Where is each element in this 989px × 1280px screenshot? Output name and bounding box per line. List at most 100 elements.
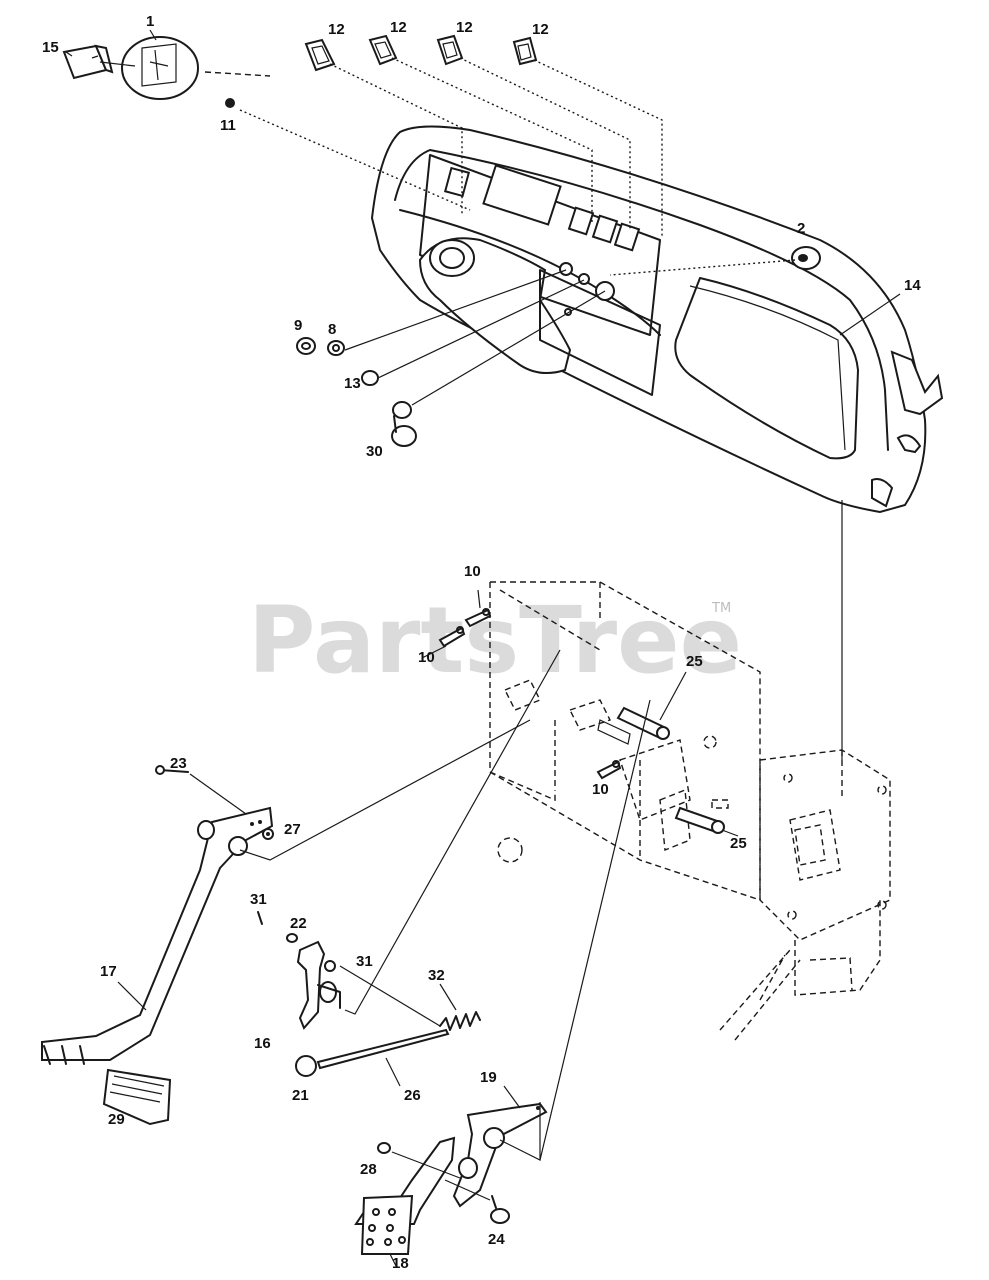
leader-30 (411, 290, 606, 406)
part-18-pedal[interactable] (354, 1136, 456, 1255)
callout-13: 13 (344, 375, 361, 392)
leader-10b (421, 645, 447, 659)
part-2-grommet[interactable] (791, 246, 821, 270)
watermark: PartsTree TM (248, 587, 742, 694)
part-12-clip-a[interactable] (304, 38, 336, 72)
dash-display-window (482, 164, 562, 226)
leader-24 (444, 1179, 491, 1201)
dash-panel-assembly (370, 125, 944, 514)
leader-8 (344, 269, 567, 351)
part-1-decal[interactable] (99, 36, 199, 100)
callout-12-c: 12 (456, 19, 473, 36)
callout-19: 19 (480, 1069, 497, 1086)
frame-assembly (489, 581, 891, 1041)
callout-26: 26 (404, 1087, 421, 1104)
leader-11 (239, 109, 471, 211)
part-9-nut[interactable] (296, 337, 316, 355)
callout-8: 8 (328, 321, 336, 338)
callout-32: 32 (428, 967, 445, 984)
callout-12-d: 12 (532, 21, 549, 38)
callout-18: 18 (392, 1255, 409, 1272)
part-29-pedal-pad[interactable] (102, 1068, 172, 1126)
leader-25b (721, 829, 739, 837)
part-21-knob[interactable] (295, 1055, 317, 1077)
callout-27: 27 (284, 821, 301, 838)
part-30-switch[interactable] (391, 401, 417, 447)
callout-29: 29 (108, 1111, 125, 1128)
callout-2: 2 (797, 220, 805, 237)
part-23-bolt[interactable] (155, 765, 189, 775)
ignition-boss (429, 239, 475, 277)
callout-25-top: 25 (686, 653, 703, 670)
leader-17 (117, 981, 147, 1011)
part-31-pin-a[interactable] (257, 911, 263, 925)
part-19-lever[interactable] (452, 1102, 548, 1208)
leader-14 (839, 293, 901, 336)
part-31-pin-b-washer[interactable] (324, 960, 336, 972)
callout-21: 21 (292, 1087, 309, 1104)
part-24-bolt[interactable] (490, 1195, 510, 1224)
part-10-cotter-pin-b[interactable] (438, 626, 466, 648)
leader-28 (391, 1151, 461, 1179)
leader-19 (503, 1085, 521, 1109)
callout-31-a: 31 (250, 891, 267, 908)
callout-14: 14 (904, 277, 921, 294)
callout-10-low: 10 (592, 781, 609, 798)
part-10-cotter-pin-a[interactable] (464, 608, 492, 628)
callout-23: 23 (170, 755, 187, 772)
leader-10a (477, 589, 481, 609)
part-10-cotter-pin-c[interactable] (596, 760, 622, 780)
leader-1 (204, 71, 271, 77)
callout-10-top: 10 (464, 563, 481, 580)
part-12-clip-b[interactable] (368, 34, 398, 66)
leader-2 (609, 259, 796, 276)
callout-16: 16 (254, 1035, 271, 1052)
leader-23 (189, 773, 247, 815)
callout-15: 15 (42, 39, 59, 56)
leader-15 (65, 51, 73, 57)
callout-labels: 1 2 8 9 10 10 10 11 12 12 12 12 13 14 15… (42, 13, 921, 1272)
leader-19-to-frame (539, 699, 651, 1161)
callout-1: 1 (146, 13, 154, 30)
part-28-nut[interactable] (377, 1142, 391, 1154)
part-13-plug[interactable] (361, 370, 379, 386)
leader-31b (339, 965, 441, 1027)
part-16-lever[interactable] (296, 940, 341, 1030)
leader-18 (389, 1253, 397, 1267)
leader-12d (533, 59, 663, 238)
callout-10-mid: 10 (418, 649, 435, 666)
part-26-rod[interactable] (316, 1028, 450, 1070)
leader-16-to-frame (344, 649, 561, 1015)
dash-switch-slot-3 (591, 214, 619, 244)
leader-25a (659, 671, 687, 721)
part-12-clip-d[interactable] (512, 36, 538, 66)
callout-11: 11 (220, 117, 236, 134)
part-22-washer[interactable] (286, 933, 298, 943)
part-12-clip-c[interactable] (436, 34, 464, 66)
part-25-pin-a[interactable] (597, 706, 670, 745)
callout-17: 17 (100, 963, 117, 980)
watermark-trademark: TM (711, 601, 731, 616)
part-11-nut[interactable] (225, 98, 235, 108)
leader-26 (385, 1057, 401, 1087)
leader-12b (391, 57, 593, 222)
callout-12-a: 12 (328, 21, 345, 38)
callout-12-b: 12 (390, 19, 407, 36)
part-17-brake-pedal[interactable] (41, 806, 274, 1065)
leader-1-tick (149, 29, 157, 41)
part-27-nut[interactable] (262, 828, 274, 840)
callout-31-b: 31 (356, 953, 373, 970)
leader-brake-to-frame (239, 719, 531, 861)
part-32-spring[interactable] (439, 1011, 481, 1031)
callout-24: 24 (488, 1231, 505, 1248)
watermark-text: PartsTree (248, 587, 742, 694)
callout-30: 30 (366, 443, 383, 460)
part-8-washer[interactable] (327, 340, 345, 356)
dash-switch-slot-1 (443, 166, 471, 198)
leader-12a (329, 63, 463, 215)
part-25-pin-b[interactable] (674, 806, 725, 834)
callout-28: 28 (360, 1161, 377, 1178)
callout-25-bottom: 25 (730, 835, 747, 852)
leader-13 (377, 279, 585, 379)
